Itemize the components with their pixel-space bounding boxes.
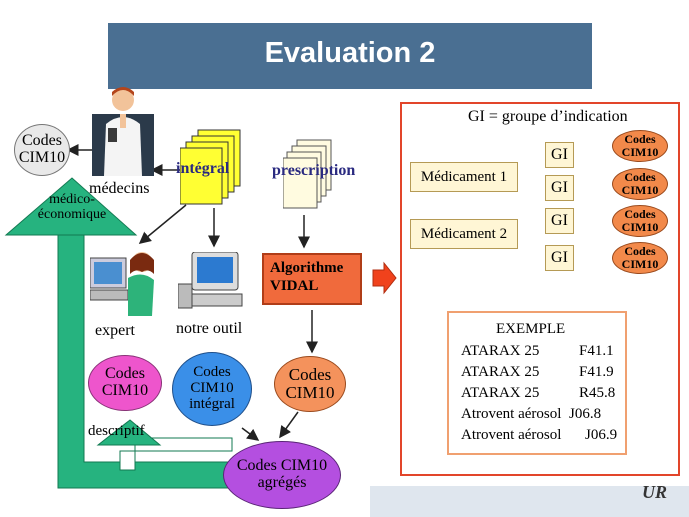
notre-outil-label: notre outil <box>176 320 243 337</box>
red-arrow <box>372 261 397 295</box>
codes-cim10-integral-ellipse: Codes CIM10 intégral <box>172 352 252 426</box>
exemple-row-drug: Atrovent aérosol <box>461 427 562 443</box>
codes-agreges-ellipse: Codes CIM10 agrégés <box>223 441 341 509</box>
codes-cim10-pink-ellipse: Codes CIM10 <box>88 355 162 411</box>
exemple-row-code: R45.8 <box>579 385 616 401</box>
codes-ellipse-4: Codes CIM10 <box>612 242 668 274</box>
codes-cim10-orange-label: Codes CIM10 <box>285 365 335 402</box>
medicament-1-box: Médicament 1 <box>410 162 518 192</box>
medicament-2-label: Médicament 2 <box>420 225 508 242</box>
algorithme-vidal-box: Algorithme VIDAL <box>262 253 362 305</box>
footer-strip <box>370 486 689 517</box>
green-arrowhead-large <box>4 177 138 236</box>
exemple-row-drug: Atrovent aérosol <box>461 406 562 422</box>
exemple-row-drug: ATARAX 25 <box>461 343 540 359</box>
medico-economique-label: médico- économique <box>37 192 107 223</box>
codes-ellipse-1: Codes CIM10 <box>612 130 668 162</box>
codes-cim10-orange-ellipse: Codes CIM10 <box>274 356 346 412</box>
exemple-list: ATARAX 25 F41.1 ATARAX 25 F41.9 ATARAX 2… <box>461 343 626 453</box>
gi-label: GI <box>551 146 568 163</box>
integral-label: intégral <box>176 160 230 177</box>
medicament-1-label: Médicament 1 <box>420 168 508 185</box>
green-arrow-small <box>119 437 233 471</box>
exemple-row-drug: ATARAX 25 <box>461 364 540 380</box>
gi-box-1: GI <box>545 142 574 168</box>
codes-cim10-top-label: Codes CIM10 <box>18 132 66 166</box>
expert-icon <box>90 252 154 316</box>
expert-label: expert <box>95 322 135 339</box>
codes-ellipse-3: Codes CIM10 <box>612 205 668 237</box>
codes-label: Codes CIM10 <box>621 170 659 197</box>
gi-box-4: GI <box>545 245 574 271</box>
slide-title: Evaluation 2 <box>264 37 436 69</box>
computer-icon <box>178 252 243 309</box>
integral-documents-icon <box>180 129 241 205</box>
gi-box-2: GI <box>545 175 574 201</box>
codes-agreges-label: Codes CIM10 agrégés <box>236 457 328 491</box>
prescription-label: prescription <box>272 162 356 179</box>
codes-label: Codes CIM10 <box>621 244 659 271</box>
medicament-2-box: Médicament 2 <box>410 219 518 249</box>
university-logo: UR <box>642 482 667 503</box>
gi-label: GI <box>551 249 568 266</box>
doctor-icon <box>92 87 154 176</box>
algorithme-vidal-label: Algorithme VIDAL <box>270 260 344 294</box>
title-bar: Evaluation 2 <box>108 23 592 89</box>
gi-box-3: GI <box>545 208 574 234</box>
logo-text: UR <box>642 482 668 502</box>
exemple-row-code: F41.1 <box>579 343 614 359</box>
green-arrowhead-small <box>96 419 162 446</box>
gi-label: GI <box>551 179 568 196</box>
exemple-row-code: J06.9 <box>585 427 618 443</box>
medecins-label: médecins <box>89 180 150 197</box>
exemple-row-code: J06.8 <box>569 406 602 422</box>
gi-label: GI <box>551 212 568 229</box>
codes-label: Codes CIM10 <box>621 132 659 159</box>
gi-definition: GI = groupe d’indication <box>468 108 628 125</box>
exemple-row-drug: ATARAX 25 <box>461 385 540 401</box>
exemple-row-code: F41.9 <box>579 364 614 380</box>
codes-cim10-pink-label: Codes CIM10 <box>101 365 149 399</box>
descriptif-label: descriptif <box>88 423 145 439</box>
codes-ellipse-2: Codes CIM10 <box>612 168 668 200</box>
codes-cim10-integral-label: Codes CIM10 intégral <box>189 364 235 412</box>
codes-label: Codes CIM10 <box>621 207 659 234</box>
exemple-title: EXEMPLE <box>496 321 566 337</box>
exemple-box: EXEMPLE ATARAX 25 F41.1 ATARAX 25 F41.9 … <box>447 311 627 455</box>
codes-cim10-top-ellipse: Codes CIM10 <box>14 124 70 176</box>
prescription-documents-icon <box>283 139 332 209</box>
